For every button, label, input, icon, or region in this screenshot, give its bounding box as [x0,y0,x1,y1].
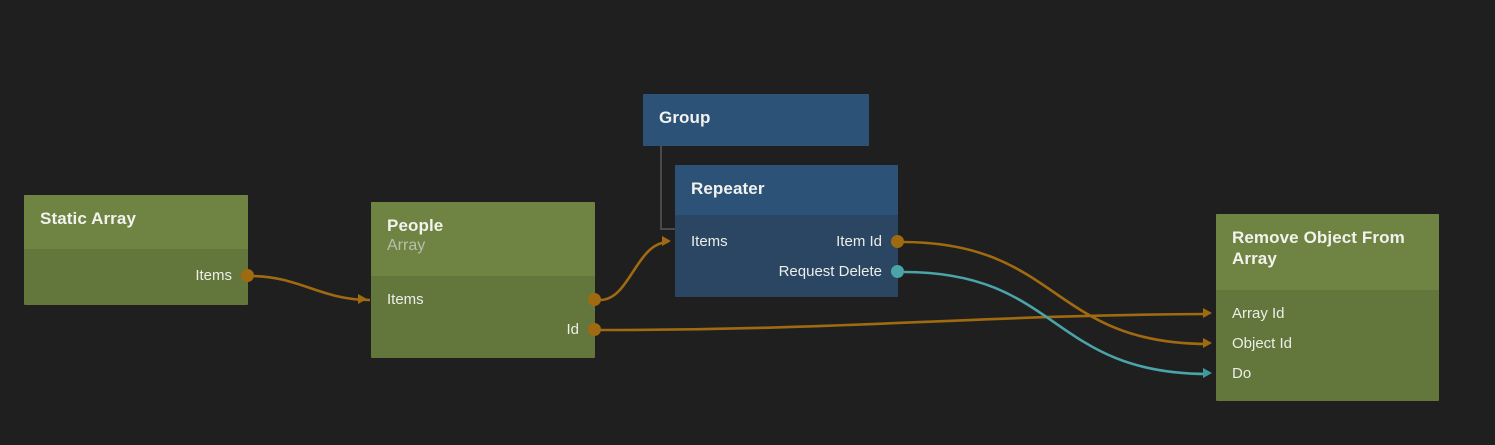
port-label: Id [566,321,579,338]
port-label: Object Id [1232,335,1293,352]
port-arrow-in-icon [1203,308,1212,318]
port-remove-in-object-id[interactable]: Object Id [1203,334,1439,354]
port-remove-in-array-id[interactable]: Array Id [1203,304,1439,324]
wire-item-id-to-object-id [901,240,1209,346]
port-dot-item-id[interactable] [891,235,904,248]
port-arrow-in-icon [1203,338,1212,348]
node-group-header[interactable]: Group [643,94,869,146]
port-arrow-in-icon [662,236,671,246]
port-dot-id[interactable] [588,323,601,336]
port-label: Request Delete [778,263,882,280]
port-arrow-in-icon [358,294,367,304]
port-label: Items [387,291,424,308]
port-people-out-items[interactable] [371,290,601,310]
node-repeater[interactable]: Repeater Items Item Id Request Delete [662,165,904,297]
node-repeater-header[interactable]: Repeater [675,165,898,215]
node-static-array-header[interactable]: Static Array [24,195,248,249]
node-remove-object-from-array-title: Remove Object From Array [1232,228,1405,268]
port-repeater-out-request-delete[interactable]: Request Delete [675,262,904,282]
wire-request-delete-to-do [903,270,1209,376]
node-people-subtitle: Array [387,237,426,254]
port-remove-in-do[interactable]: Do [1203,364,1439,384]
port-label: Items [691,233,728,250]
port-dot-items[interactable] [241,269,254,282]
port-repeater-out-item-id[interactable]: Item Id [675,232,904,252]
port-people-in-items[interactable]: Items [358,290,595,310]
node-static-array-title: Static Array [40,209,137,228]
node-group-title: Group [659,108,711,127]
node-people-title: People [387,216,444,235]
port-people-out-id[interactable]: Id [371,320,601,340]
node-group[interactable]: Group [643,94,869,146]
port-label: Array Id [1232,305,1285,322]
port-label: Do [1232,365,1252,382]
wire-people-id-to-array-id [599,312,1209,332]
wire-static-array-items-to-people-items [249,274,371,302]
node-remove-object-from-array-header[interactable]: Remove Object From Array [1216,214,1439,290]
port-dot-request-delete[interactable] [891,265,904,278]
node-people[interactable]: People Array Items Id [358,202,601,358]
group-bracket-connector [660,146,678,230]
wire-people-items-to-repeater-items [599,240,669,302]
node-remove-object-from-array[interactable]: Remove Object From Array Array Id Object… [1203,214,1439,401]
port-repeater-in-items[interactable]: Items [662,232,898,252]
node-people-header[interactable]: People Array [371,202,595,276]
node-repeater-title: Repeater [691,179,765,198]
port-dot-items[interactable] [588,293,601,306]
port-arrow-in-icon [1203,368,1212,378]
node-static-array[interactable]: Static Array Items [24,195,254,305]
port-label: Item Id [836,233,882,250]
port-static-array-out-items[interactable]: Items [24,266,254,286]
port-label: Items [195,267,232,284]
